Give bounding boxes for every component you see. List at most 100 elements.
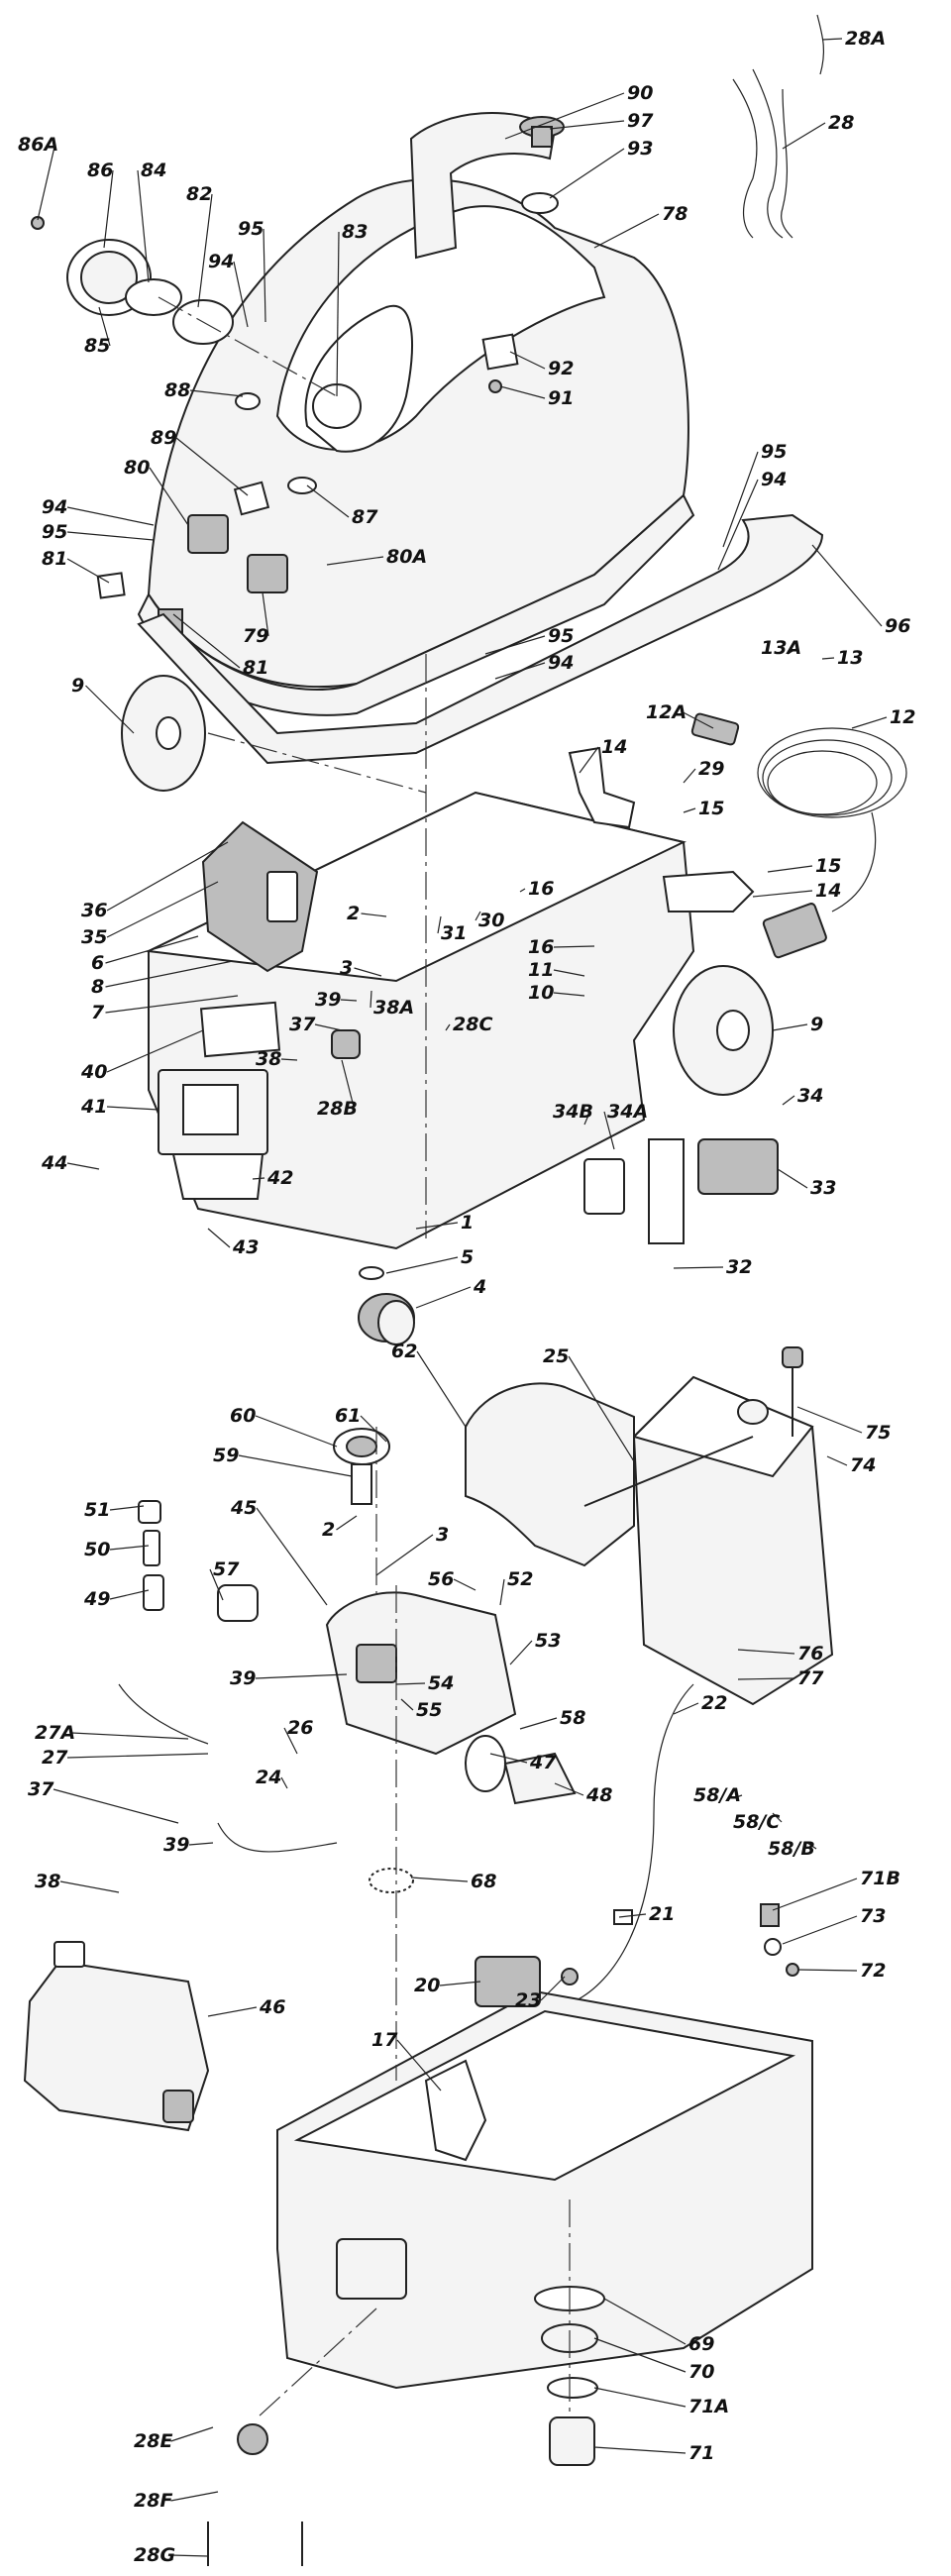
leader-line bbox=[85, 685, 135, 734]
leader-line bbox=[314, 1023, 343, 1031]
cord-coil-12b bbox=[762, 739, 893, 816]
callout-1: 1 bbox=[461, 1212, 474, 1234]
gasket-68 bbox=[369, 1868, 414, 1893]
wiring-harness bbox=[732, 14, 825, 239]
callout-5: 5 bbox=[461, 1246, 474, 1268]
callout-14a: 14 bbox=[601, 736, 627, 758]
callout-25: 25 bbox=[543, 1345, 569, 1367]
callout-16a: 16 bbox=[528, 878, 554, 900]
callout-95d: 95 bbox=[761, 441, 787, 463]
callout-28: 28 bbox=[828, 112, 854, 134]
leader-line bbox=[475, 911, 481, 921]
callout-24: 24 bbox=[256, 1767, 281, 1788]
leader-line bbox=[106, 841, 229, 912]
plug-87 bbox=[287, 477, 317, 494]
relay-34a bbox=[583, 1158, 625, 1215]
ring-86-inner bbox=[80, 251, 138, 304]
bracket-71b bbox=[760, 1903, 780, 1927]
leader-line bbox=[105, 960, 234, 988]
leader-line bbox=[416, 1350, 467, 1428]
callout-51: 51 bbox=[84, 1499, 110, 1521]
cap-93 bbox=[521, 192, 559, 214]
callout-6: 6 bbox=[91, 952, 104, 974]
leader-line bbox=[109, 1545, 150, 1551]
leader-line bbox=[553, 969, 585, 977]
callout-2b: 2 bbox=[322, 1519, 335, 1541]
heater-47 bbox=[465, 1735, 506, 1792]
leader-line bbox=[553, 945, 595, 948]
callout-42: 42 bbox=[266, 1167, 293, 1189]
leader-line bbox=[256, 1507, 328, 1606]
fitting-50 bbox=[143, 1530, 160, 1566]
leader-line bbox=[66, 1162, 100, 1170]
leader-line bbox=[579, 746, 599, 774]
callout-28g: 28G bbox=[134, 2544, 175, 2566]
leader-line bbox=[553, 992, 585, 997]
leader-line bbox=[197, 193, 213, 308]
callout-91: 91 bbox=[548, 387, 574, 409]
callout-13a: 13A bbox=[761, 637, 801, 659]
leader-line bbox=[410, 1877, 469, 1882]
leader-line bbox=[263, 228, 266, 323]
callout-12: 12 bbox=[890, 706, 915, 728]
callout-95a: 95 bbox=[238, 218, 264, 240]
cord-coil-12 bbox=[757, 727, 907, 818]
leader-line bbox=[603, 1111, 615, 1150]
leader-line bbox=[583, 1111, 591, 1126]
knob-97-stem bbox=[531, 126, 553, 148]
leader-line bbox=[360, 1415, 387, 1443]
leader-line bbox=[752, 890, 813, 898]
callout-28e: 28E bbox=[134, 2430, 172, 2452]
tank-assembly bbox=[23, 1346, 834, 2132]
callout-34: 34 bbox=[797, 1085, 823, 1107]
strain-relief-12a bbox=[690, 712, 740, 746]
callout-43: 43 bbox=[232, 1236, 259, 1258]
fitting-23 bbox=[561, 1968, 579, 1986]
callout-48: 48 bbox=[585, 1784, 612, 1806]
leader-line bbox=[777, 1168, 808, 1189]
callout-92: 92 bbox=[548, 358, 574, 379]
callout-94a: 94 bbox=[208, 251, 234, 272]
leader-line bbox=[717, 479, 759, 571]
callout-4: 4 bbox=[473, 1276, 486, 1298]
callout-7: 7 bbox=[91, 1002, 105, 1023]
chassis-assembly bbox=[145, 746, 779, 1345]
callout-23: 23 bbox=[515, 1989, 541, 2011]
callout-20: 20 bbox=[414, 1975, 440, 1996]
leader-line bbox=[683, 768, 696, 784]
callout-58a: 58/A bbox=[693, 1784, 741, 1806]
callout-16b: 16 bbox=[528, 936, 554, 958]
carry-handle bbox=[409, 112, 557, 260]
callout-86: 86 bbox=[87, 160, 113, 181]
leader-line bbox=[772, 1878, 858, 1911]
leader-line bbox=[737, 1677, 795, 1680]
leader-line bbox=[340, 999, 358, 1002]
caster-4-wheel bbox=[377, 1300, 415, 1345]
callout-26: 26 bbox=[287, 1717, 313, 1739]
callout-49: 49 bbox=[83, 1588, 110, 1610]
leader-line bbox=[603, 2298, 687, 2345]
cap-60-inner bbox=[346, 1436, 377, 1457]
leader-line bbox=[336, 231, 340, 397]
leader-line bbox=[262, 591, 269, 637]
callout-37a: 37 bbox=[289, 1014, 316, 1035]
callout-77: 77 bbox=[797, 1667, 824, 1689]
callout-71: 71 bbox=[688, 2442, 714, 2464]
callout-96: 96 bbox=[885, 615, 910, 637]
center-lines bbox=[158, 296, 571, 2418]
boiler-53 bbox=[325, 1591, 517, 1756]
callout-71b: 71B bbox=[860, 1868, 900, 1889]
callout-78: 78 bbox=[662, 203, 687, 225]
leader-line bbox=[489, 1753, 528, 1764]
callout-81a: 81 bbox=[42, 548, 67, 570]
leader-line bbox=[188, 1842, 214, 1846]
filter-box-28e bbox=[336, 2238, 407, 2300]
switch-79 bbox=[247, 554, 288, 593]
bracket-32 bbox=[648, 1138, 685, 1244]
wire-28-1 bbox=[732, 78, 758, 239]
leader-line bbox=[306, 484, 350, 518]
callout-84: 84 bbox=[141, 160, 166, 181]
wheel-9-right-hub bbox=[716, 1010, 750, 1051]
leader-line bbox=[593, 213, 660, 249]
callout-27: 27 bbox=[42, 1747, 68, 1769]
